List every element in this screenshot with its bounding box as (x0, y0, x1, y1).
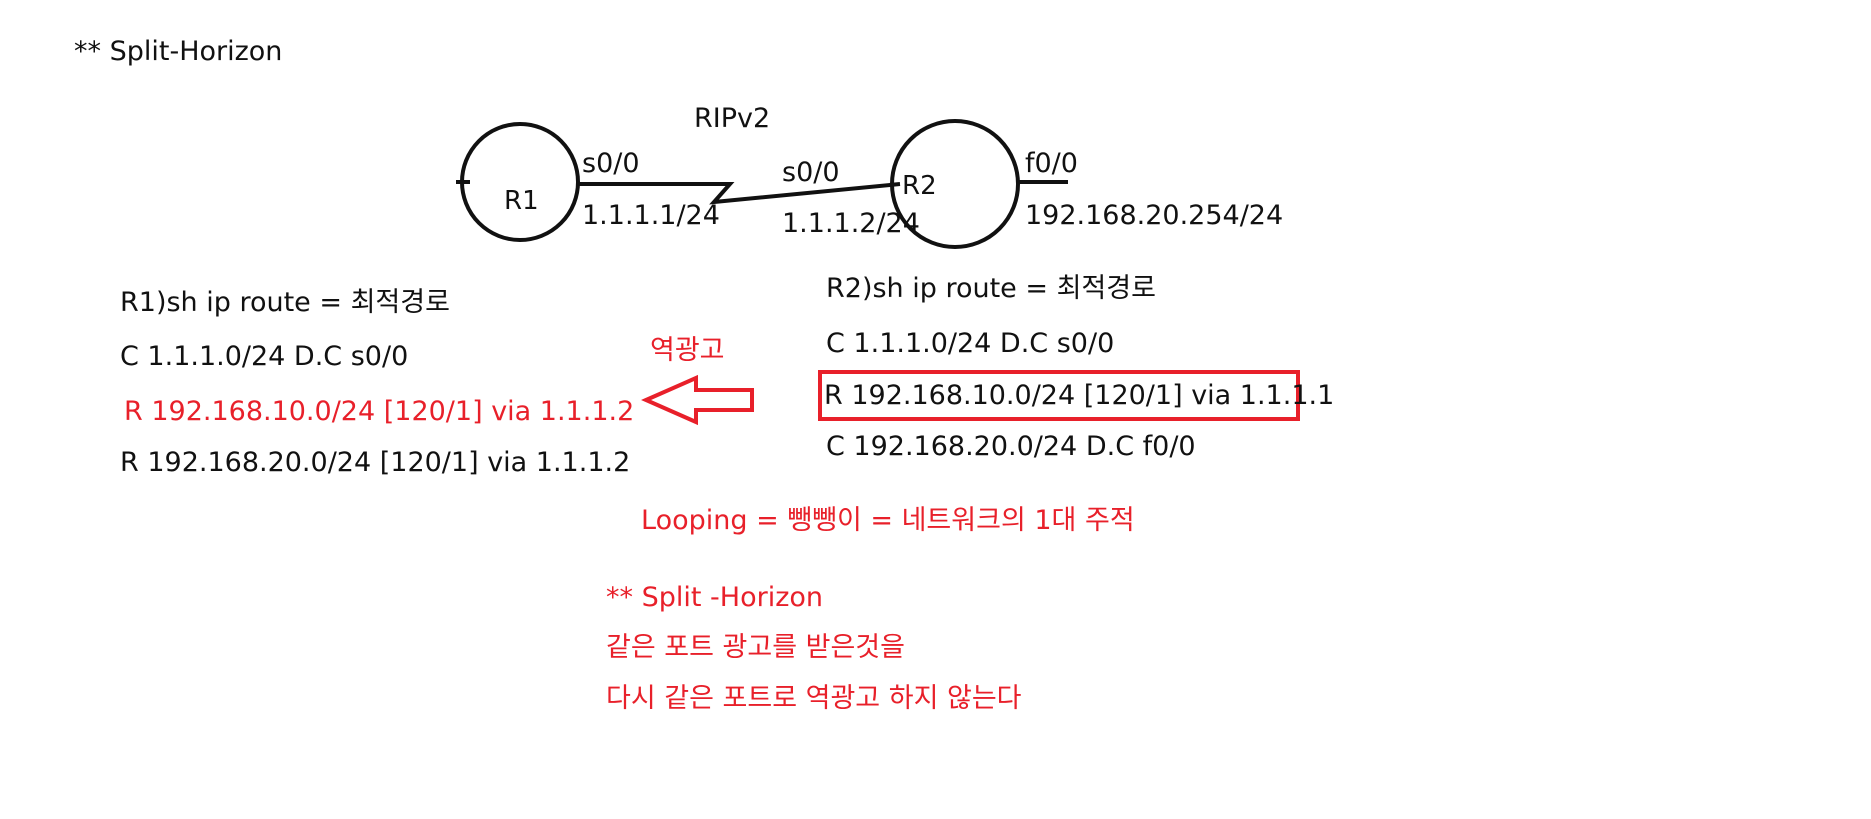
r2-lan-ip-label: 192.168.20.254/24 (1025, 200, 1284, 231)
r2-lan-interface-label: f0/0 (1025, 148, 1078, 179)
r1-table-header: R1)sh ip route = 최적경로 (120, 287, 450, 318)
split-horizon-line: 다시 같은 포트로 역광고 하지 않는다 (606, 683, 1022, 714)
r2-table-header: R2)sh ip route = 최적경로 (826, 273, 1156, 304)
serial-link (578, 182, 901, 205)
looping-note: Looping = 뺑뺑이 = 네트워크의 1대 주적 (641, 505, 1135, 536)
reverse-advertisement-label: 역광고 (650, 335, 725, 366)
r1-table-row: C 1.1.1.0/24 D.C s0/0 (120, 341, 409, 372)
r1-router-icon (460, 122, 580, 242)
r2-serial-interface-label: s0/0 (782, 157, 840, 188)
r2-table-row: C 192.168.20.0/24 D.C f0/0 (826, 431, 1196, 462)
r1-interface-label: s0/0 (582, 148, 640, 179)
split-horizon-line: 같은 포트 광고를 받은것을 (606, 632, 905, 663)
r1-table-row-reverse-route: R 192.168.10.0/24 [120/1] via 1.1.1.2 (124, 396, 635, 427)
reverse-advertisement-arrow-icon (641, 374, 754, 426)
page-title: ** Split-Horizon (74, 36, 283, 67)
protocol-label: RIPv2 (694, 103, 771, 134)
r1-table-row: R 192.168.20.0/24 [120/1] via 1.1.1.2 (120, 447, 631, 478)
r1-name-label: R1 (504, 186, 539, 216)
r2-table-row-highlighted: R 192.168.10.0/24 [120/1] via 1.1.1.1 (824, 380, 1335, 411)
split-horizon-heading: ** Split -Horizon (606, 582, 824, 613)
r2-table-row: C 1.1.1.0/24 D.C s0/0 (826, 328, 1115, 359)
highlight-box (818, 370, 1300, 421)
r2-serial-ip-label: 1.1.1.2/24 (782, 208, 920, 239)
r1-ip-label: 1.1.1.1/24 (582, 200, 720, 231)
r2-name-label: R2 (902, 171, 937, 201)
